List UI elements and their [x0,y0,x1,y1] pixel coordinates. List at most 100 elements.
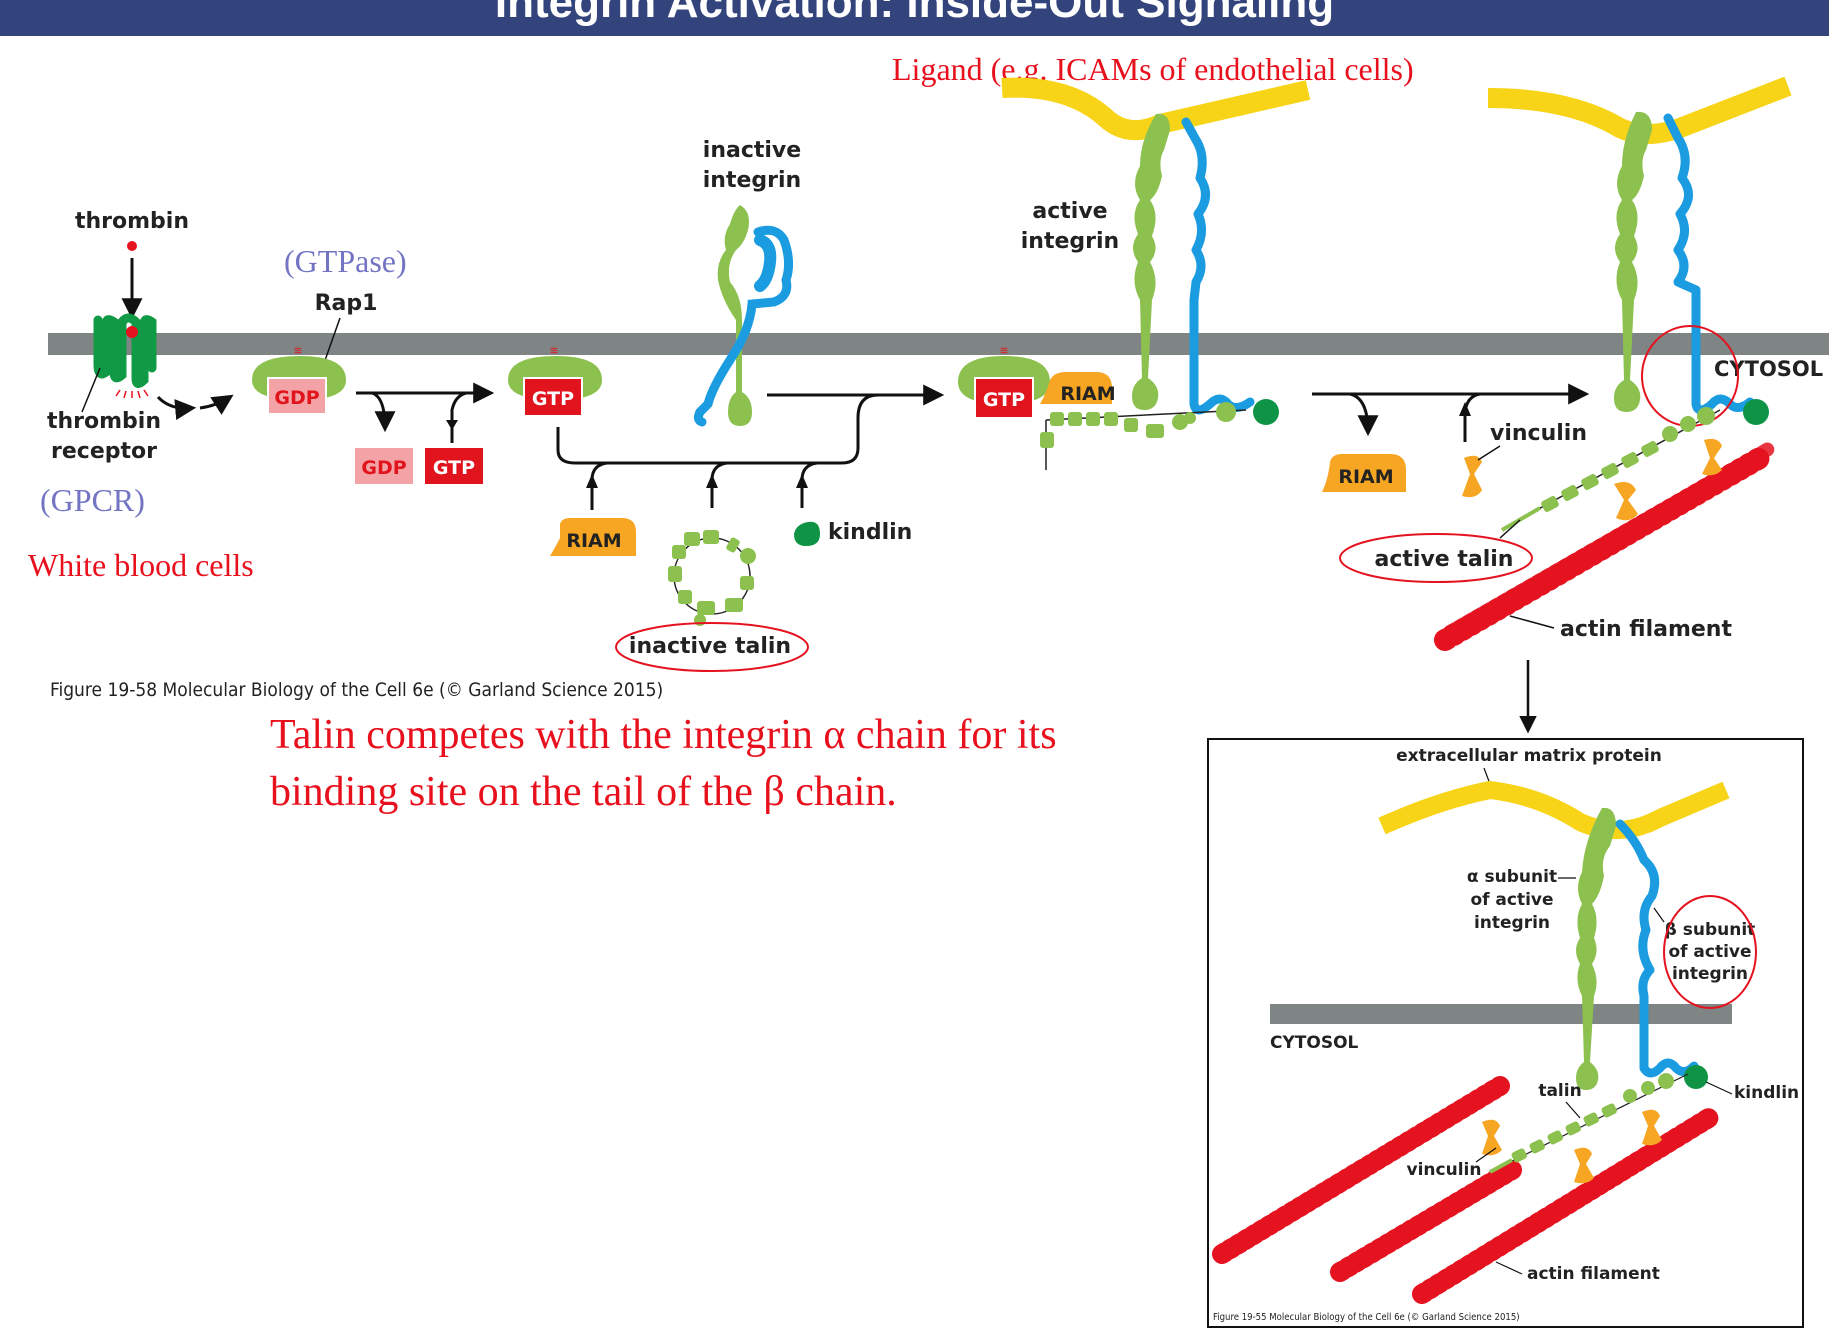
gdp-bound-chip [267,377,327,415]
bound-vinculin-icon [1614,438,1722,521]
focal-adhesion-group: CYTOSOL active talin actin filament [1339,76,1823,651]
ligand-icam-icon [1487,76,1792,144]
receptor-leader-line [81,367,101,413]
talin-domains-icon [668,530,756,626]
arrowhead-icon [706,474,718,488]
inactive-integrin-label-line2: integrin [703,168,801,193]
actin-filament-icon [1330,1160,1522,1282]
ligand-icam-icon [1001,77,1311,140]
gtp-added-label: GTP [433,457,475,479]
vinculin-leader-line [1475,1147,1497,1163]
note-line-1: Talin competes with the integrin α chain… [270,712,1057,758]
inset-figure: extracellular matrix protein CYTOSOL α s… [1207,738,1804,1328]
inset-kindlin-label: kindlin [1734,1083,1799,1103]
active-beta-subunit-icon [1663,113,1755,415]
arrowhead-icon [796,474,808,488]
gtp-entry-arrowhead-icon [446,420,458,430]
beta-label-line3: integrin [1672,964,1748,984]
arrowhead-icon [1459,402,1471,416]
active-talin-label: active talin [1375,547,1514,572]
actin-filament-label: actin filament [1560,617,1732,642]
slide-header: Integrin Activation: Inside-Out Signalin… [0,0,1829,36]
inactive-beta-subunit-icon [693,225,794,427]
riam-bound-icon [1040,372,1112,404]
kindlin-protein-icon [794,521,820,546]
beta-label-line2: of active [1668,942,1751,962]
inactive-talin-group: inactive talin [615,530,809,672]
riam-label-2: RIAM [1060,383,1115,405]
inactive-talin-label: inactive talin [629,634,791,659]
thrombin-receptor-label-line1: thrombin [47,409,161,434]
vinculin-label: vinculin [1490,421,1587,446]
alpha-label-line1: α subunit [1467,867,1557,887]
actin-filament-core-icon [1443,441,1777,639]
gtp-added-chip [425,448,483,484]
active-alpha-subunit-icon [1614,111,1652,413]
active-talin-domains-icon [1500,407,1715,532]
bound-kindlin-icon [1253,399,1279,425]
active-beta-subunit-icon [1181,117,1255,415]
vinculin-leader-line [1477,445,1501,461]
lipid-anchor-icon: ≋ [293,344,302,357]
gpcr-receptor-icon [93,313,157,388]
white-blood-cells-annotation: White blood cells [28,547,254,583]
talin-leader-line [1565,1101,1581,1119]
recruitment-arrow [556,384,945,465]
vinculin-entry-arrow [1463,392,1481,442]
signal-arrow-2 [199,394,234,415]
inset-kindlin-icon [1684,1065,1708,1089]
ecm-protein-label: extracellular matrix protein [1396,746,1662,766]
inset-alpha-subunit-icon [1576,807,1616,1090]
inactive-beta-head-icon [754,234,777,292]
inactive-alpha-subunit-icon [717,205,752,426]
gtp-entry-arrow [450,391,467,443]
arrowhead-icon [586,474,598,488]
riam-released-icon [1322,454,1406,492]
inset-vinculin-icon [1482,1109,1662,1184]
gtp-bound-label-2: GTP [983,389,1025,411]
alpha-label-line2: of active [1470,890,1553,910]
rap1-leader-line [322,317,341,367]
slide-title: Integrin Activation: Inside-Out Signalin… [494,0,1335,27]
kindlin-free-group: kindlin [794,520,912,546]
active-integrin-label-line1: active [1032,199,1107,224]
active-talin-highlight-circle [1339,533,1533,583]
actin-filament-icon [1212,1076,1510,1264]
beta-label-line1: β subunit [1665,920,1756,940]
inactive-talin-highlight-circle [615,622,809,672]
note-line-2: binding site on the tail of the β chain. [270,769,897,815]
gtp-bound-label-1: GTP [532,388,574,410]
inset-talin-label: talin [1538,1081,1581,1101]
rap1-gtp-group: ≋ GTP [508,344,602,417]
inactive-integrin-group: inactive integrin [693,138,801,427]
riam-protein-icon [550,518,636,556]
vinculin-free-icon [1462,455,1482,498]
riam-label-3: RIAM [1338,466,1393,488]
gtpase-annotation: (GTPase) [284,243,407,279]
lipid-anchor-icon: ≋ [999,344,1008,357]
gpcr-annotation: (GPCR) [40,482,145,518]
riam-release-arrow [1349,392,1379,437]
thrombin-receptor-label-line2: receptor [51,439,157,464]
active-integrin-group: active integrin ≋ GTP RIAM [958,77,1311,470]
inset-actin-label: actin filament [1527,1264,1660,1284]
bound-thrombin-icon [126,326,138,338]
actin-filament-icon [1412,1106,1722,1304]
active-integrin-label-line2: integrin [1021,229,1119,254]
thrombin-molecule-icon [127,241,137,251]
inset-figure-caption: Figure 19-55 Molecular Biology of the Ce… [1213,1312,1520,1323]
bound-kindlin-icon [1743,399,1769,425]
inactive-integrin-label-line1: inactive [703,138,801,163]
thrombin-label: thrombin [75,209,189,234]
rap1-gdp-group: (GTPase) Rap1 ≋ GDP [252,243,407,415]
rap1-label: Rap1 [315,291,378,316]
inset-membrane [1270,1004,1732,1024]
kindlin-leader-line [1705,1081,1733,1095]
cytosol-label: CYTOSOL [1714,357,1823,381]
talin-activation-step: RIAM vinculin [1312,383,1590,498]
nucleotide-exchange: GDP GTP [355,382,495,484]
gtp-bound-chip-1 [523,377,583,417]
inset-frame [1207,738,1804,1328]
ligand-annotation: Ligand (e.g. ICAMs of endothelial cells) [892,51,1414,87]
